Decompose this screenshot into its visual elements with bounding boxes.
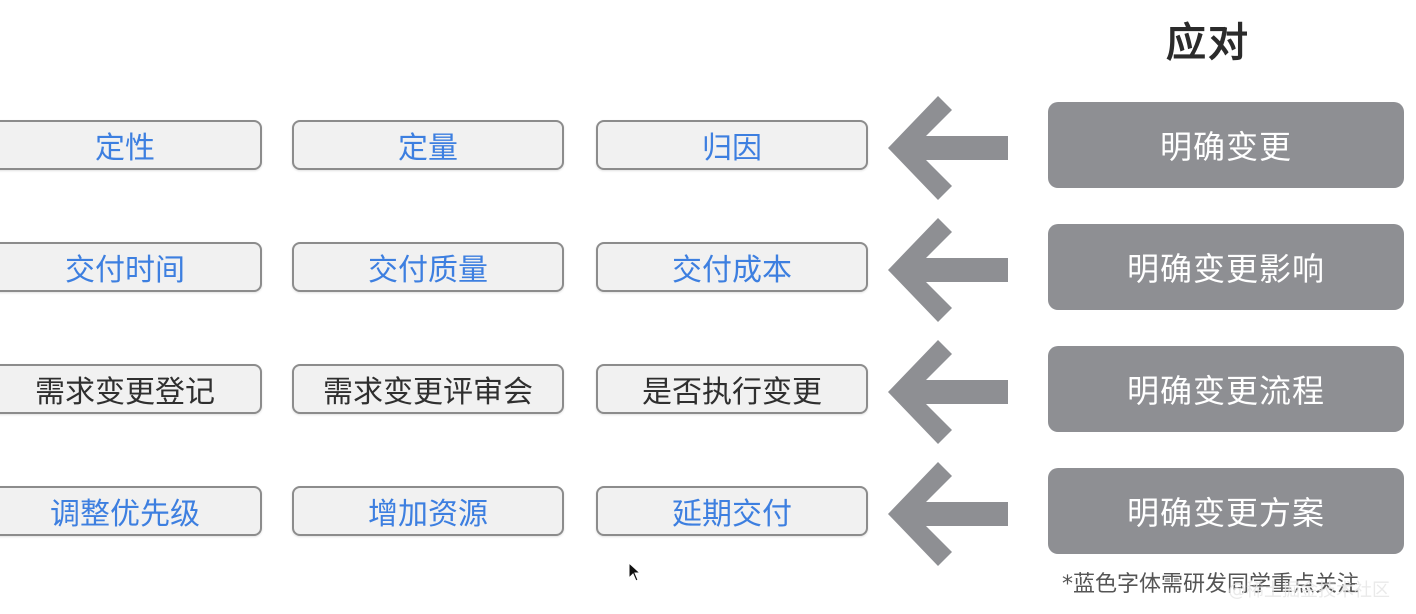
action-box-clarify-plan: 明确变更方案 bbox=[1048, 468, 1404, 554]
diagram-row-3: 需求变更登记 需求变更评审会 是否执行变更 明确变更流程 bbox=[0, 340, 1416, 444]
item-box-change-registration: 需求变更登记 bbox=[0, 364, 262, 414]
item-box-execute-decision: 是否执行变更 bbox=[596, 364, 868, 414]
item-box-adjust-priority: 调整优先级 bbox=[0, 486, 262, 536]
diagram-row-2: 交付时间 交付质量 交付成本 明确变更影响 bbox=[0, 218, 1416, 322]
item-box-quantitative: 定量 bbox=[292, 120, 564, 170]
diagram-row-4: 调整优先级 增加资源 延期交付 明确变更方案 bbox=[0, 462, 1416, 566]
left-arrow-icon bbox=[888, 462, 1008, 566]
action-box-clarify-impact: 明确变更影响 bbox=[1048, 224, 1404, 310]
column-title-response: 应对 bbox=[1166, 20, 1250, 66]
item-box-qualitative: 定性 bbox=[0, 120, 262, 170]
item-box-delivery-cost: 交付成本 bbox=[596, 242, 868, 292]
action-box-clarify-change: 明确变更 bbox=[1048, 102, 1404, 188]
item-box-delay-delivery: 延期交付 bbox=[596, 486, 868, 536]
item-box-attribution: 归因 bbox=[596, 120, 868, 170]
item-box-delivery-quality: 交付质量 bbox=[292, 242, 564, 292]
left-arrow-icon bbox=[888, 218, 1008, 322]
item-box-delivery-time: 交付时间 bbox=[0, 242, 262, 292]
action-box-clarify-process: 明确变更流程 bbox=[1048, 346, 1404, 432]
left-arrow-icon bbox=[888, 96, 1008, 200]
item-box-change-review: 需求变更评审会 bbox=[292, 364, 564, 414]
diagram-row-1: 定性 定量 归因 明确变更 bbox=[0, 96, 1416, 200]
left-arrow-icon bbox=[888, 340, 1008, 444]
mouse-cursor-icon bbox=[628, 562, 642, 582]
watermark: @稀土掘金技术社区 bbox=[1228, 580, 1390, 601]
item-box-add-resources: 增加资源 bbox=[292, 486, 564, 536]
footnote: *蓝色字体需研发同学重点关注 bbox=[1062, 572, 1360, 597]
